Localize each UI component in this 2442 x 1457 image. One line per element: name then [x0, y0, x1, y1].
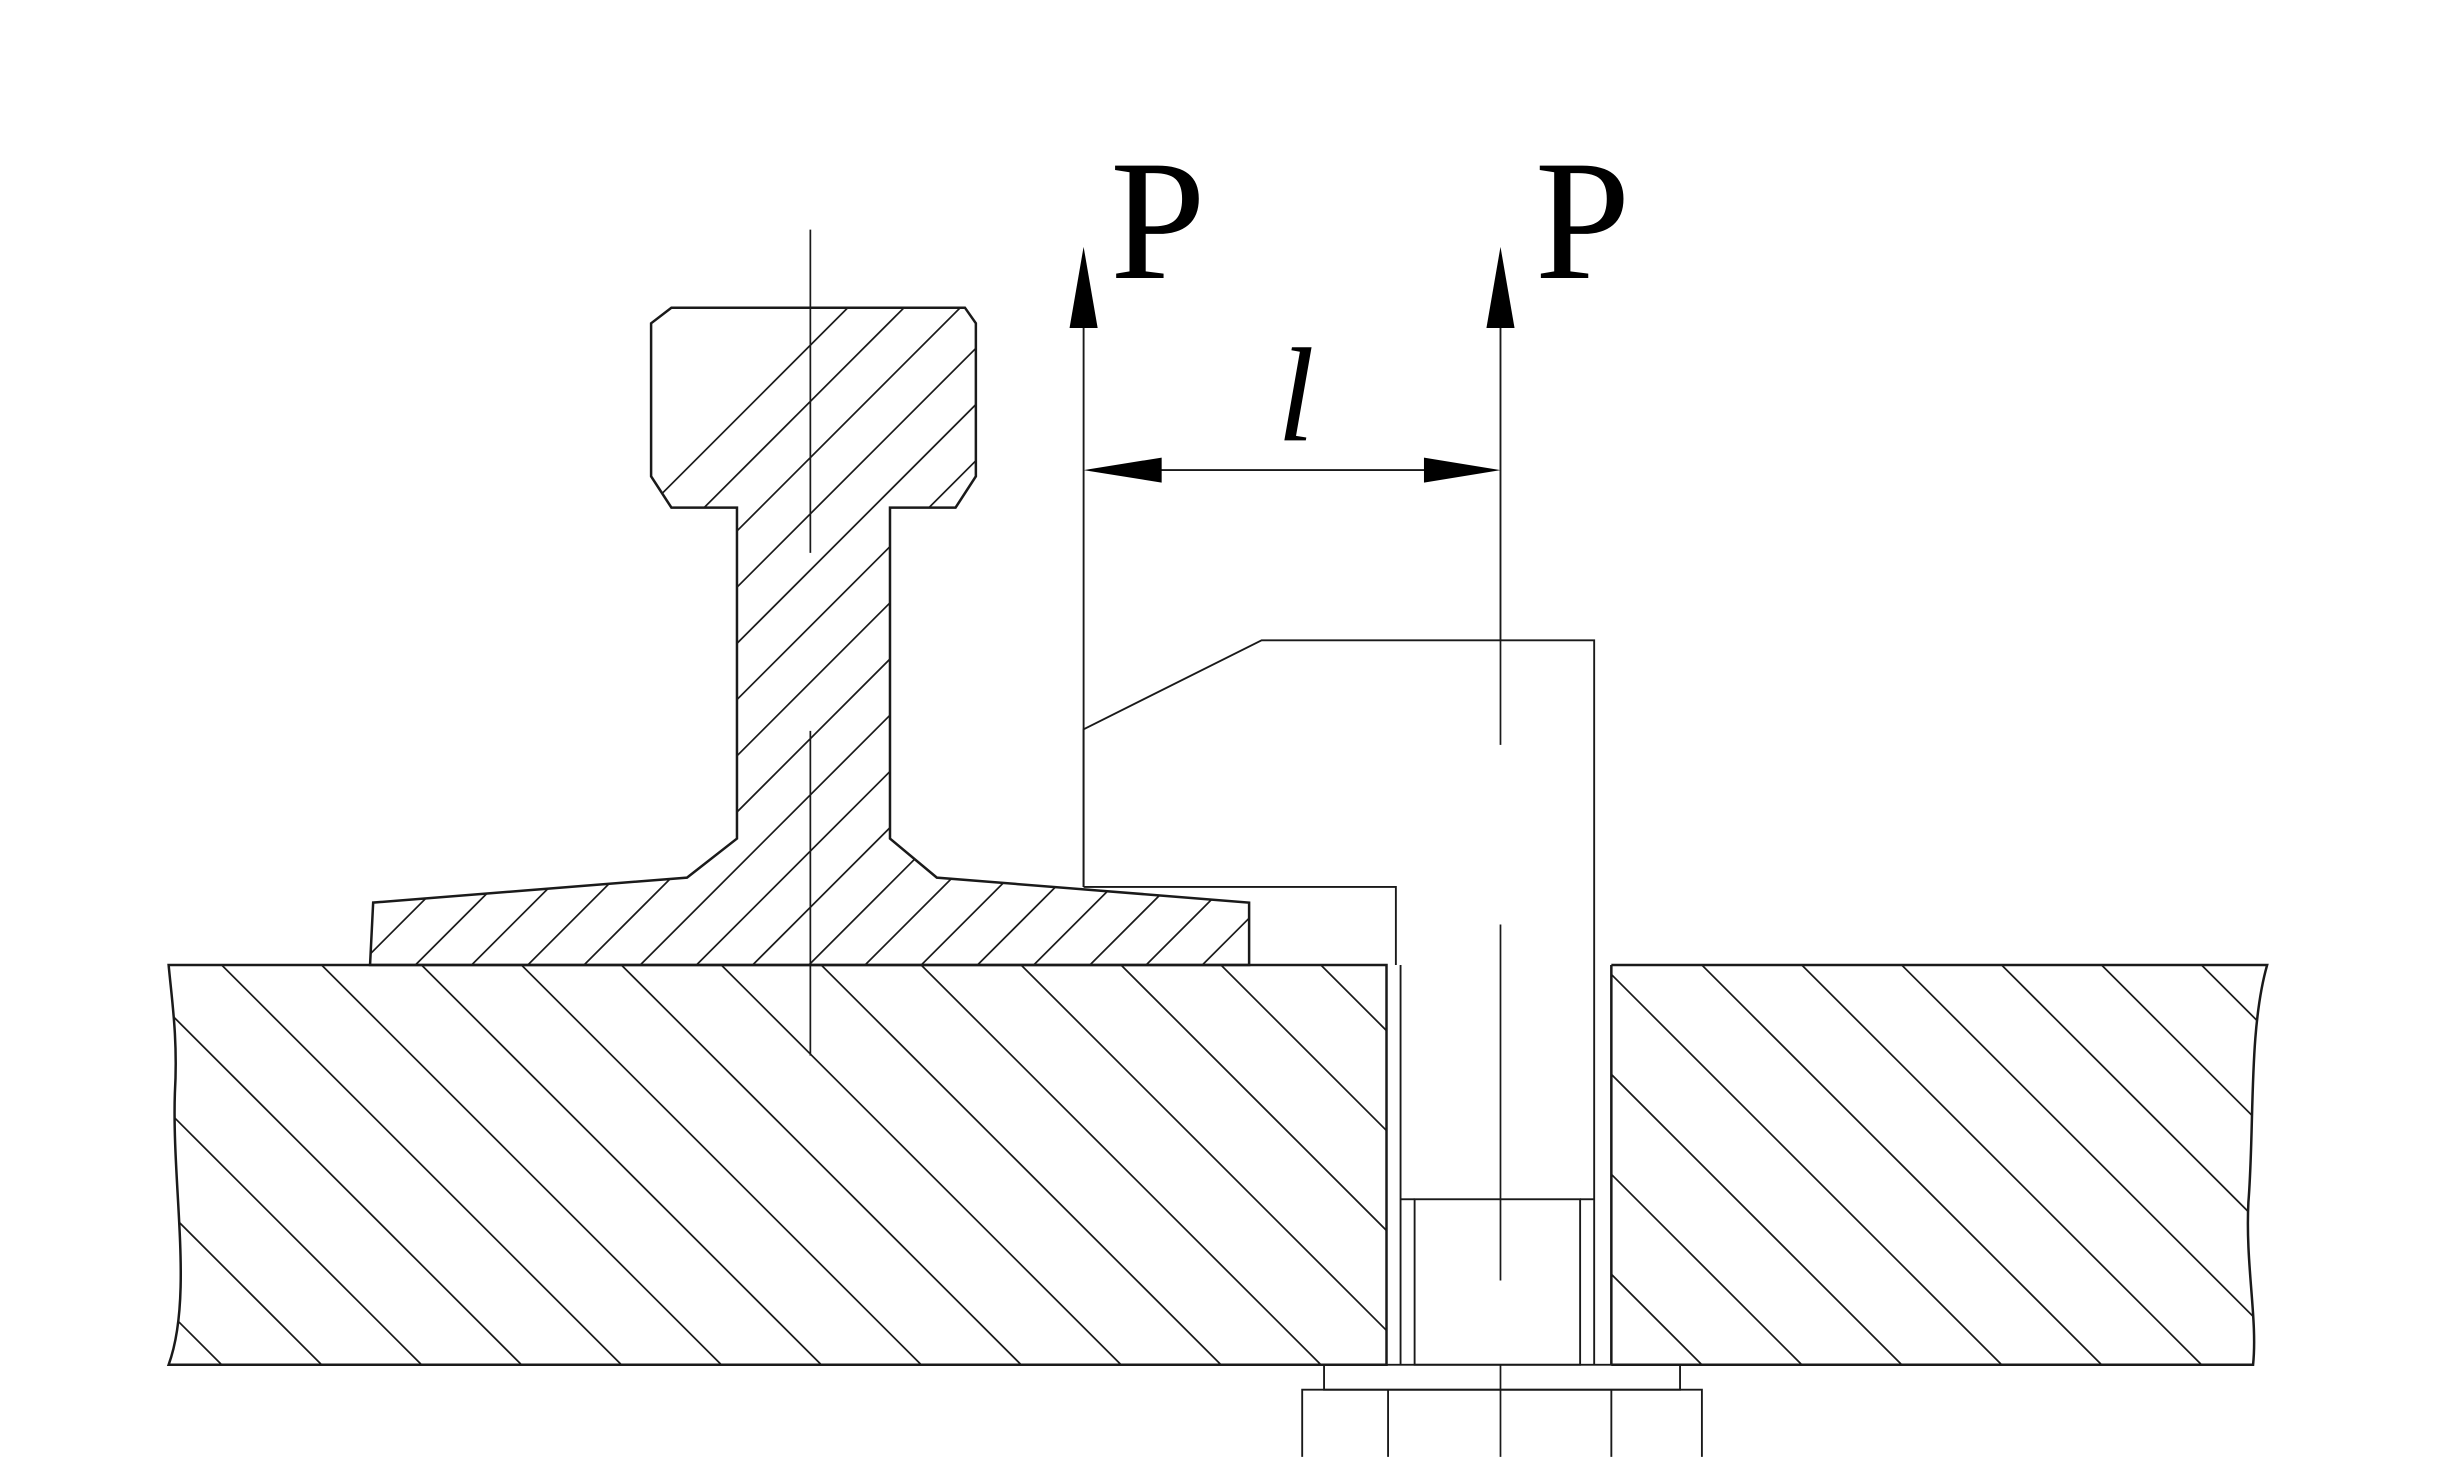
slab-right-hatching — [1611, 965, 2268, 1365]
rail-hatching — [370, 307, 1250, 966]
arrowhead-up-icon — [1069, 246, 1098, 329]
dimension-arrowhead-left-icon — [1083, 457, 1162, 483]
force-arrow-left: P — [1069, 126, 1206, 887]
force-label-left: P — [1110, 126, 1206, 316]
force-label-right: P — [1535, 126, 1631, 316]
dimension-label: l — [1277, 321, 1314, 470]
arrowhead-up-icon — [1486, 246, 1515, 329]
bolt-base — [1301, 1388, 1703, 1457]
rail-clamp — [1082, 639, 1596, 966]
rail-cross-section — [368, 229, 1251, 1056]
bolt-washer — [1323, 1363, 1681, 1391]
anchor-bolt-assembly — [1301, 640, 1703, 1457]
force-arrow-right: P — [1486, 126, 1631, 641]
dimension-l: l — [1083, 321, 1501, 483]
dimension-arrowhead-right-icon — [1423, 457, 1501, 483]
bolt-nut — [1413, 1198, 1582, 1366]
concrete-slab-left — [166, 963, 1388, 1367]
concrete-slab-right — [1610, 963, 2269, 1367]
slab-left-hatching — [168, 965, 1387, 1365]
